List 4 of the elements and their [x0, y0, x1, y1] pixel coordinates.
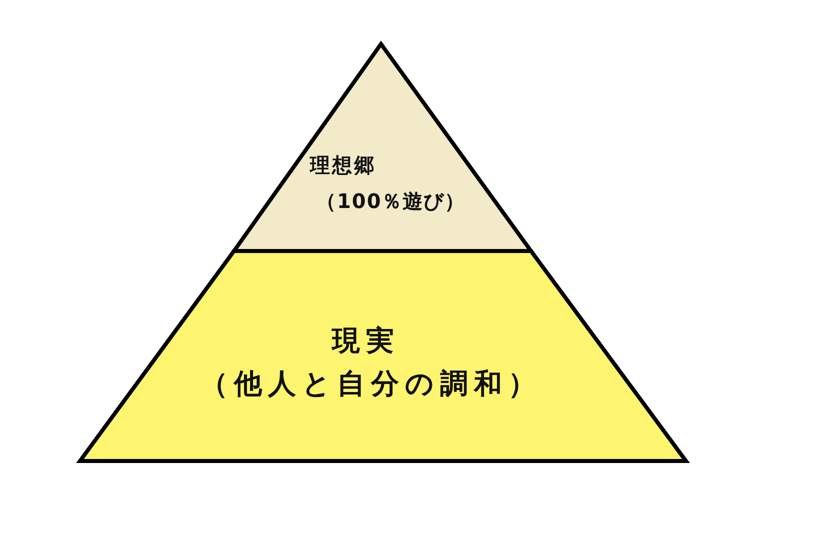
- tier-heading: 現実: [332, 323, 400, 360]
- tier-description: （他人と自分の調和）: [200, 366, 542, 402]
- tier-description: （100％遊び）: [316, 188, 466, 215]
- tier-heading: 理想郷: [310, 152, 376, 179]
